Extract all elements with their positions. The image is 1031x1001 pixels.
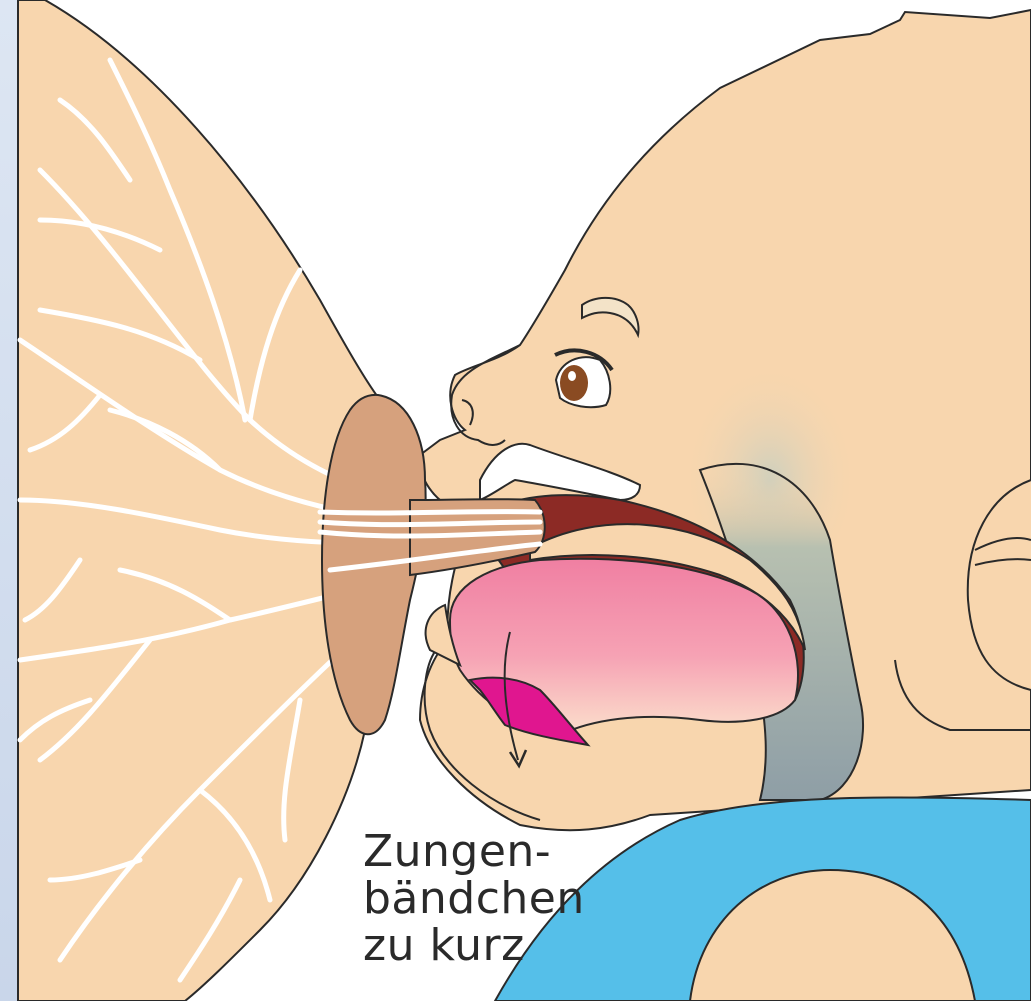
eye-highlight [568,371,576,381]
caption-tongue-tie: Zungen- bändchen zu kurz [363,828,585,969]
caption-line-2: bändchen [363,875,585,922]
caption-line-3: zu kurz [363,922,585,969]
caption-line-1: Zungen- [363,828,585,875]
eye-iris [560,365,588,401]
